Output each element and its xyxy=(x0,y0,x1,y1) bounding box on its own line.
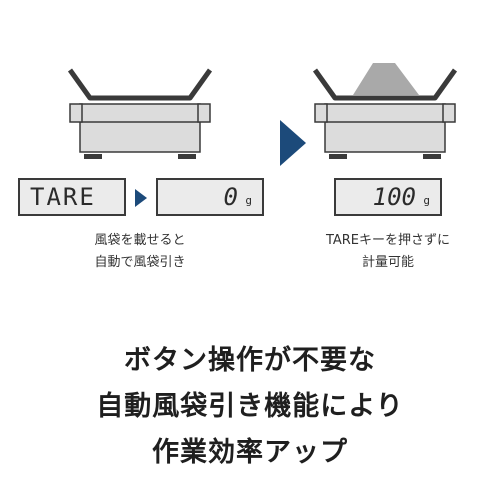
right-scale-foot xyxy=(329,154,347,159)
left-bowl-icon xyxy=(67,68,213,101)
left-caption: 風袋を載せると 自動で風袋引き xyxy=(60,230,220,274)
left-caption-line1: 風袋を載せると xyxy=(94,233,186,248)
right-weight-value: 100 xyxy=(372,183,416,211)
right-weight-display: 100 g xyxy=(334,178,442,216)
left-weight-unit: g xyxy=(245,194,252,207)
left-scale-illustration xyxy=(67,68,213,159)
small-arrow-right-icon xyxy=(135,189,147,207)
headline-line1: ボタン操作が不要な xyxy=(124,345,376,376)
arrow-right-icon xyxy=(280,120,306,166)
right-caption-line2: 計量可能 xyxy=(361,255,414,270)
left-scale-foot xyxy=(178,154,196,159)
right-bowl-icon xyxy=(312,68,458,101)
content-pile-icon xyxy=(353,63,419,95)
right-weight-unit: g xyxy=(423,194,430,207)
tare-display-text: TARE xyxy=(30,183,96,211)
right-caption: TAREキーを押さずに 計量可能 xyxy=(300,230,476,274)
right-caption-line1: TAREキーを押さずに xyxy=(325,233,451,248)
right-scale-body xyxy=(324,103,446,153)
headline-line3: 作業効率アップ xyxy=(152,437,348,468)
left-caption-line2: 自動で風袋引き xyxy=(94,255,186,270)
left-weight-value: 0 xyxy=(223,183,238,211)
tare-display: TARE xyxy=(18,178,126,216)
left-scale-foot xyxy=(84,154,102,159)
headline-line2: 自動風袋引き機能により xyxy=(96,391,404,422)
right-scale-foot xyxy=(423,154,441,159)
left-scale-body xyxy=(79,103,201,153)
right-scale-illustration xyxy=(312,63,458,159)
left-weight-display: 0 g xyxy=(156,178,264,216)
